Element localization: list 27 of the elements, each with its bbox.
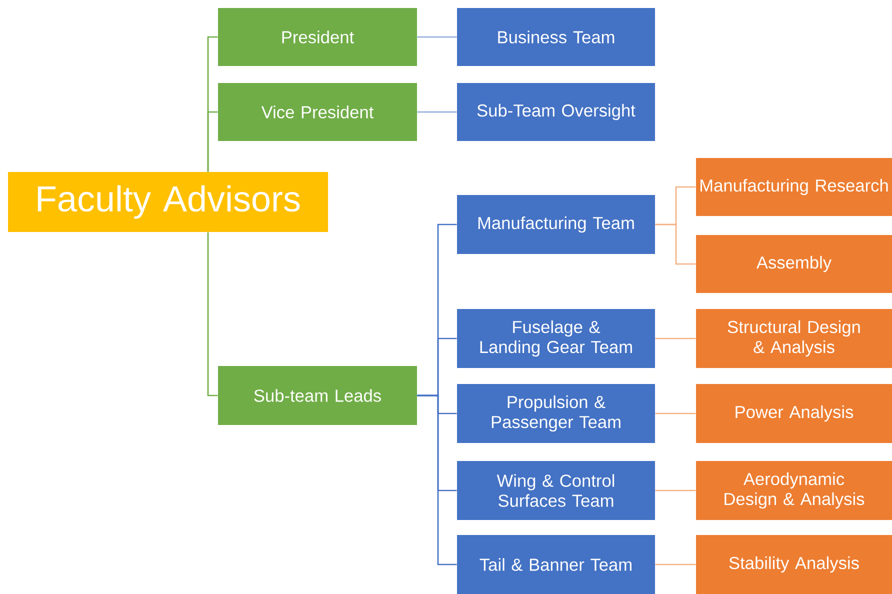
team-box: Tail & Banner Team — [457, 535, 655, 594]
connector-line — [417, 36, 457, 38]
team-box: Manufacturing Team — [457, 195, 655, 254]
team-box: Propulsion & Passenger Team — [457, 384, 655, 443]
connector-line — [655, 490, 696, 492]
role-box: Vice President — [218, 83, 417, 141]
root-box: Faculty Advisors — [8, 172, 328, 232]
task-box: Power Analysis — [696, 384, 892, 443]
role-box: Sub-team Leads — [218, 366, 417, 425]
task-box: Assembly — [696, 235, 892, 293]
connector-line — [655, 564, 696, 566]
team-box: Business Team — [457, 8, 655, 66]
connector-line — [417, 394, 457, 566]
connector-line — [417, 111, 457, 113]
task-box: Aerodynamic Design & Analysis — [696, 461, 892, 520]
connector-line — [655, 338, 696, 340]
team-box: Fuselage & Landing Gear Team — [457, 309, 655, 368]
connector-line — [207, 111, 218, 172]
connector-line — [207, 232, 218, 396]
team-box: Wing & Control Surfaces Team — [457, 461, 655, 520]
connector-line — [655, 224, 696, 265]
task-box: Stability Analysis — [696, 535, 892, 594]
task-box: Structural Design & Analysis — [696, 309, 892, 368]
team-box: Sub-Team Oversight — [457, 83, 655, 141]
connector-line — [655, 412, 696, 414]
task-box: Manufacturing Research — [696, 158, 892, 216]
role-box: President — [218, 8, 417, 66]
